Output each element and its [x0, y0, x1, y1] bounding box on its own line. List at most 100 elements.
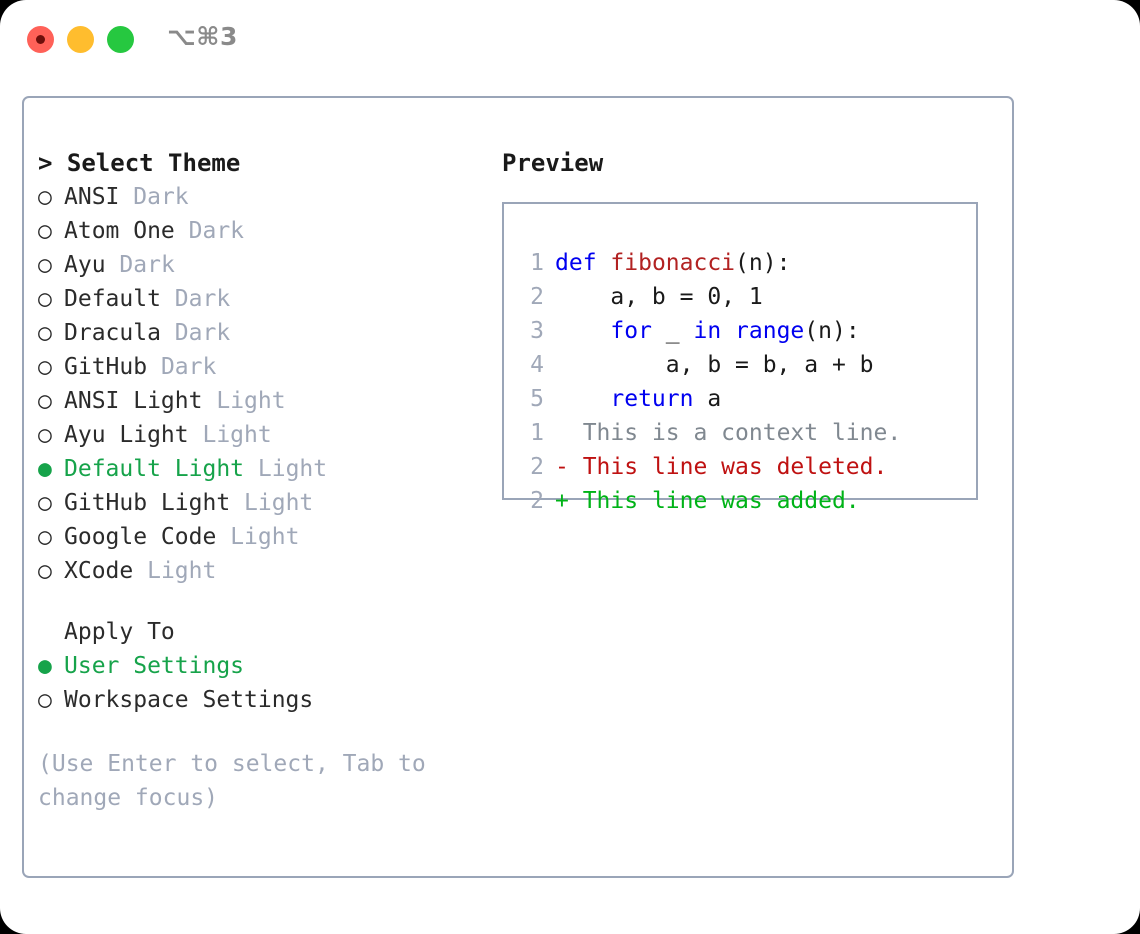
theme-variant-badge: Light	[147, 558, 217, 584]
code-token: a, b = b, a + b	[555, 352, 874, 378]
code-token: _	[651, 318, 694, 344]
code-line-number: 2	[530, 284, 544, 310]
radio-unselected-icon: ○	[38, 218, 52, 244]
apply-to-heading: Apply To	[64, 619, 175, 645]
radio-unselected-icon: ○	[38, 286, 52, 312]
theme-list-item[interactable]: ○ ANSI Light Light	[38, 384, 498, 418]
diff-line: 2- This line was deleted.	[522, 450, 968, 484]
radio-unselected-icon: ○	[38, 252, 52, 278]
code-token	[555, 318, 610, 344]
diff-line: 1 This is a context line.	[522, 416, 968, 450]
maximize-window-button[interactable]	[107, 26, 134, 53]
theme-list-item[interactable]: ○ XCode Light	[38, 554, 498, 588]
apply-to-item[interactable]: ● User Settings	[38, 649, 498, 683]
radio-unselected-icon: ○	[38, 524, 52, 550]
code-token	[555, 386, 610, 412]
theme-variant-badge: Dark	[119, 252, 175, 278]
traffic-lights	[27, 26, 134, 53]
diff-line-number: 2	[530, 454, 544, 480]
radio-unselected-icon: ○	[38, 687, 52, 713]
theme-list-item[interactable]: ○ GitHub Dark	[38, 350, 498, 384]
preview-heading: Preview	[502, 149, 604, 177]
apply-to-item[interactable]: ○ Workspace Settings	[38, 683, 498, 717]
diff-line-number: 1	[530, 420, 544, 446]
diff-line-number: 2	[530, 488, 544, 514]
close-window-button[interactable]	[27, 26, 54, 53]
theme-name-label: ANSI	[64, 184, 120, 210]
theme-name-label: GitHub Light	[64, 490, 231, 516]
theme-list-item[interactable]: ○Google Code Light	[38, 520, 498, 554]
code-line-number: 5	[530, 386, 544, 412]
theme-name-label: XCode	[64, 558, 134, 584]
code-token: (n):	[804, 318, 860, 344]
apply-to-label: User Settings	[64, 653, 245, 679]
keyboard-hint-text: (Use Enter to select, Tab to change focu…	[38, 751, 426, 811]
keyboard-shortcut-label: ⌥⌘3	[167, 22, 238, 51]
theme-variant-badge: Light	[257, 456, 328, 482]
diff-marker-deleted: -	[555, 454, 569, 480]
theme-variant-badge: Light	[216, 388, 286, 414]
apply-to-list[interactable]: ● User Settings ○ Workspace Settings	[38, 649, 498, 717]
radio-selected-icon: ●	[38, 456, 52, 482]
radio-unselected-icon: ○	[38, 184, 52, 210]
radio-unselected-icon: ○	[38, 422, 52, 448]
apply-to-group: Apply To ● User Settings ○ Workspace Settin…	[38, 615, 498, 717]
theme-list-item[interactable]: ○ Atom One Dark	[38, 214, 498, 248]
theme-list-item[interactable]: ○Ayu Dark	[38, 248, 498, 282]
code-token: def	[555, 250, 597, 276]
code-token	[597, 250, 611, 276]
theme-list-item[interactable]: ○ Ayu Light Light	[38, 418, 498, 452]
theme-variant-badge: Dark	[188, 218, 245, 244]
theme-name-label: GitHub	[64, 354, 148, 380]
code-token: a	[693, 386, 722, 412]
code-token: range	[735, 318, 805, 344]
radio-unselected-icon: ○	[38, 490, 52, 516]
theme-variant-badge: Dark	[174, 320, 231, 346]
theme-picker-panel: > Select Theme ○ANSI Dark○Atom One Dark○…	[22, 96, 1014, 878]
radio-unselected-icon: ○	[38, 320, 52, 346]
theme-name-label: Default	[64, 286, 161, 312]
theme-list[interactable]: ○ANSI Dark○Atom One Dark○Ayu Dark○Defaul…	[38, 180, 498, 588]
theme-variant-badge: Light	[244, 490, 314, 516]
minimize-window-button[interactable]	[67, 26, 94, 53]
diff-line-text: This line was added.	[568, 488, 860, 514]
theme-list-item[interactable]: ● Default Light Light	[38, 452, 498, 486]
radio-selected-icon: ●	[38, 653, 52, 679]
code-line: 2 a, b = 0, 1	[522, 280, 968, 314]
diff-marker-context	[555, 420, 569, 446]
code-token: for	[610, 318, 652, 344]
radio-unselected-icon: ○	[38, 388, 52, 414]
theme-list-item[interactable]: ○ANSI Dark	[38, 180, 498, 214]
theme-variant-badge: Dark	[160, 354, 217, 380]
theme-variant-badge: Dark	[174, 286, 231, 312]
theme-name-label: Ayu Light	[64, 422, 189, 448]
theme-name-label: Atom One	[64, 218, 175, 244]
code-line-number: 1	[530, 250, 544, 276]
code-token: return	[610, 386, 694, 412]
code-token: fibonacci	[610, 250, 736, 276]
theme-name-label: Default Light	[64, 456, 245, 482]
select-theme-heading: > Select Theme	[38, 149, 241, 177]
code-line-number: 3	[530, 318, 544, 344]
theme-list-item[interactable]: ○ GitHub Light Light	[38, 486, 498, 520]
theme-variant-badge: Light	[202, 422, 272, 448]
preview-column: Preview 1 def fibonacci (n): 2 a, b = 0, 1 3…	[502, 146, 1002, 514]
theme-list-item[interactable]: ○ Default Dark	[38, 282, 498, 316]
diff-line-text: This line was deleted.	[568, 454, 888, 480]
theme-name-label: ANSI Light	[64, 388, 203, 414]
radio-unselected-icon: ○	[38, 558, 52, 584]
theme-variant-badge: Light	[230, 524, 300, 550]
radio-unselected-icon: ○	[38, 354, 52, 380]
code-line: 4 a, b = b, a + b	[522, 348, 968, 382]
code-line: 5 return a	[522, 382, 968, 416]
theme-selection-column: > Select Theme ○ANSI Dark○Atom One Dark○…	[38, 146, 498, 815]
diff-line: 2 + This line was added.	[522, 484, 968, 518]
diff-marker-added: +	[555, 488, 569, 514]
theme-list-item[interactable]: ○Dracula Dark	[38, 316, 498, 350]
apply-to-label: Workspace Settings	[64, 687, 314, 713]
diff-sample: 1 This is a context line.2- This line wa…	[522, 416, 968, 518]
